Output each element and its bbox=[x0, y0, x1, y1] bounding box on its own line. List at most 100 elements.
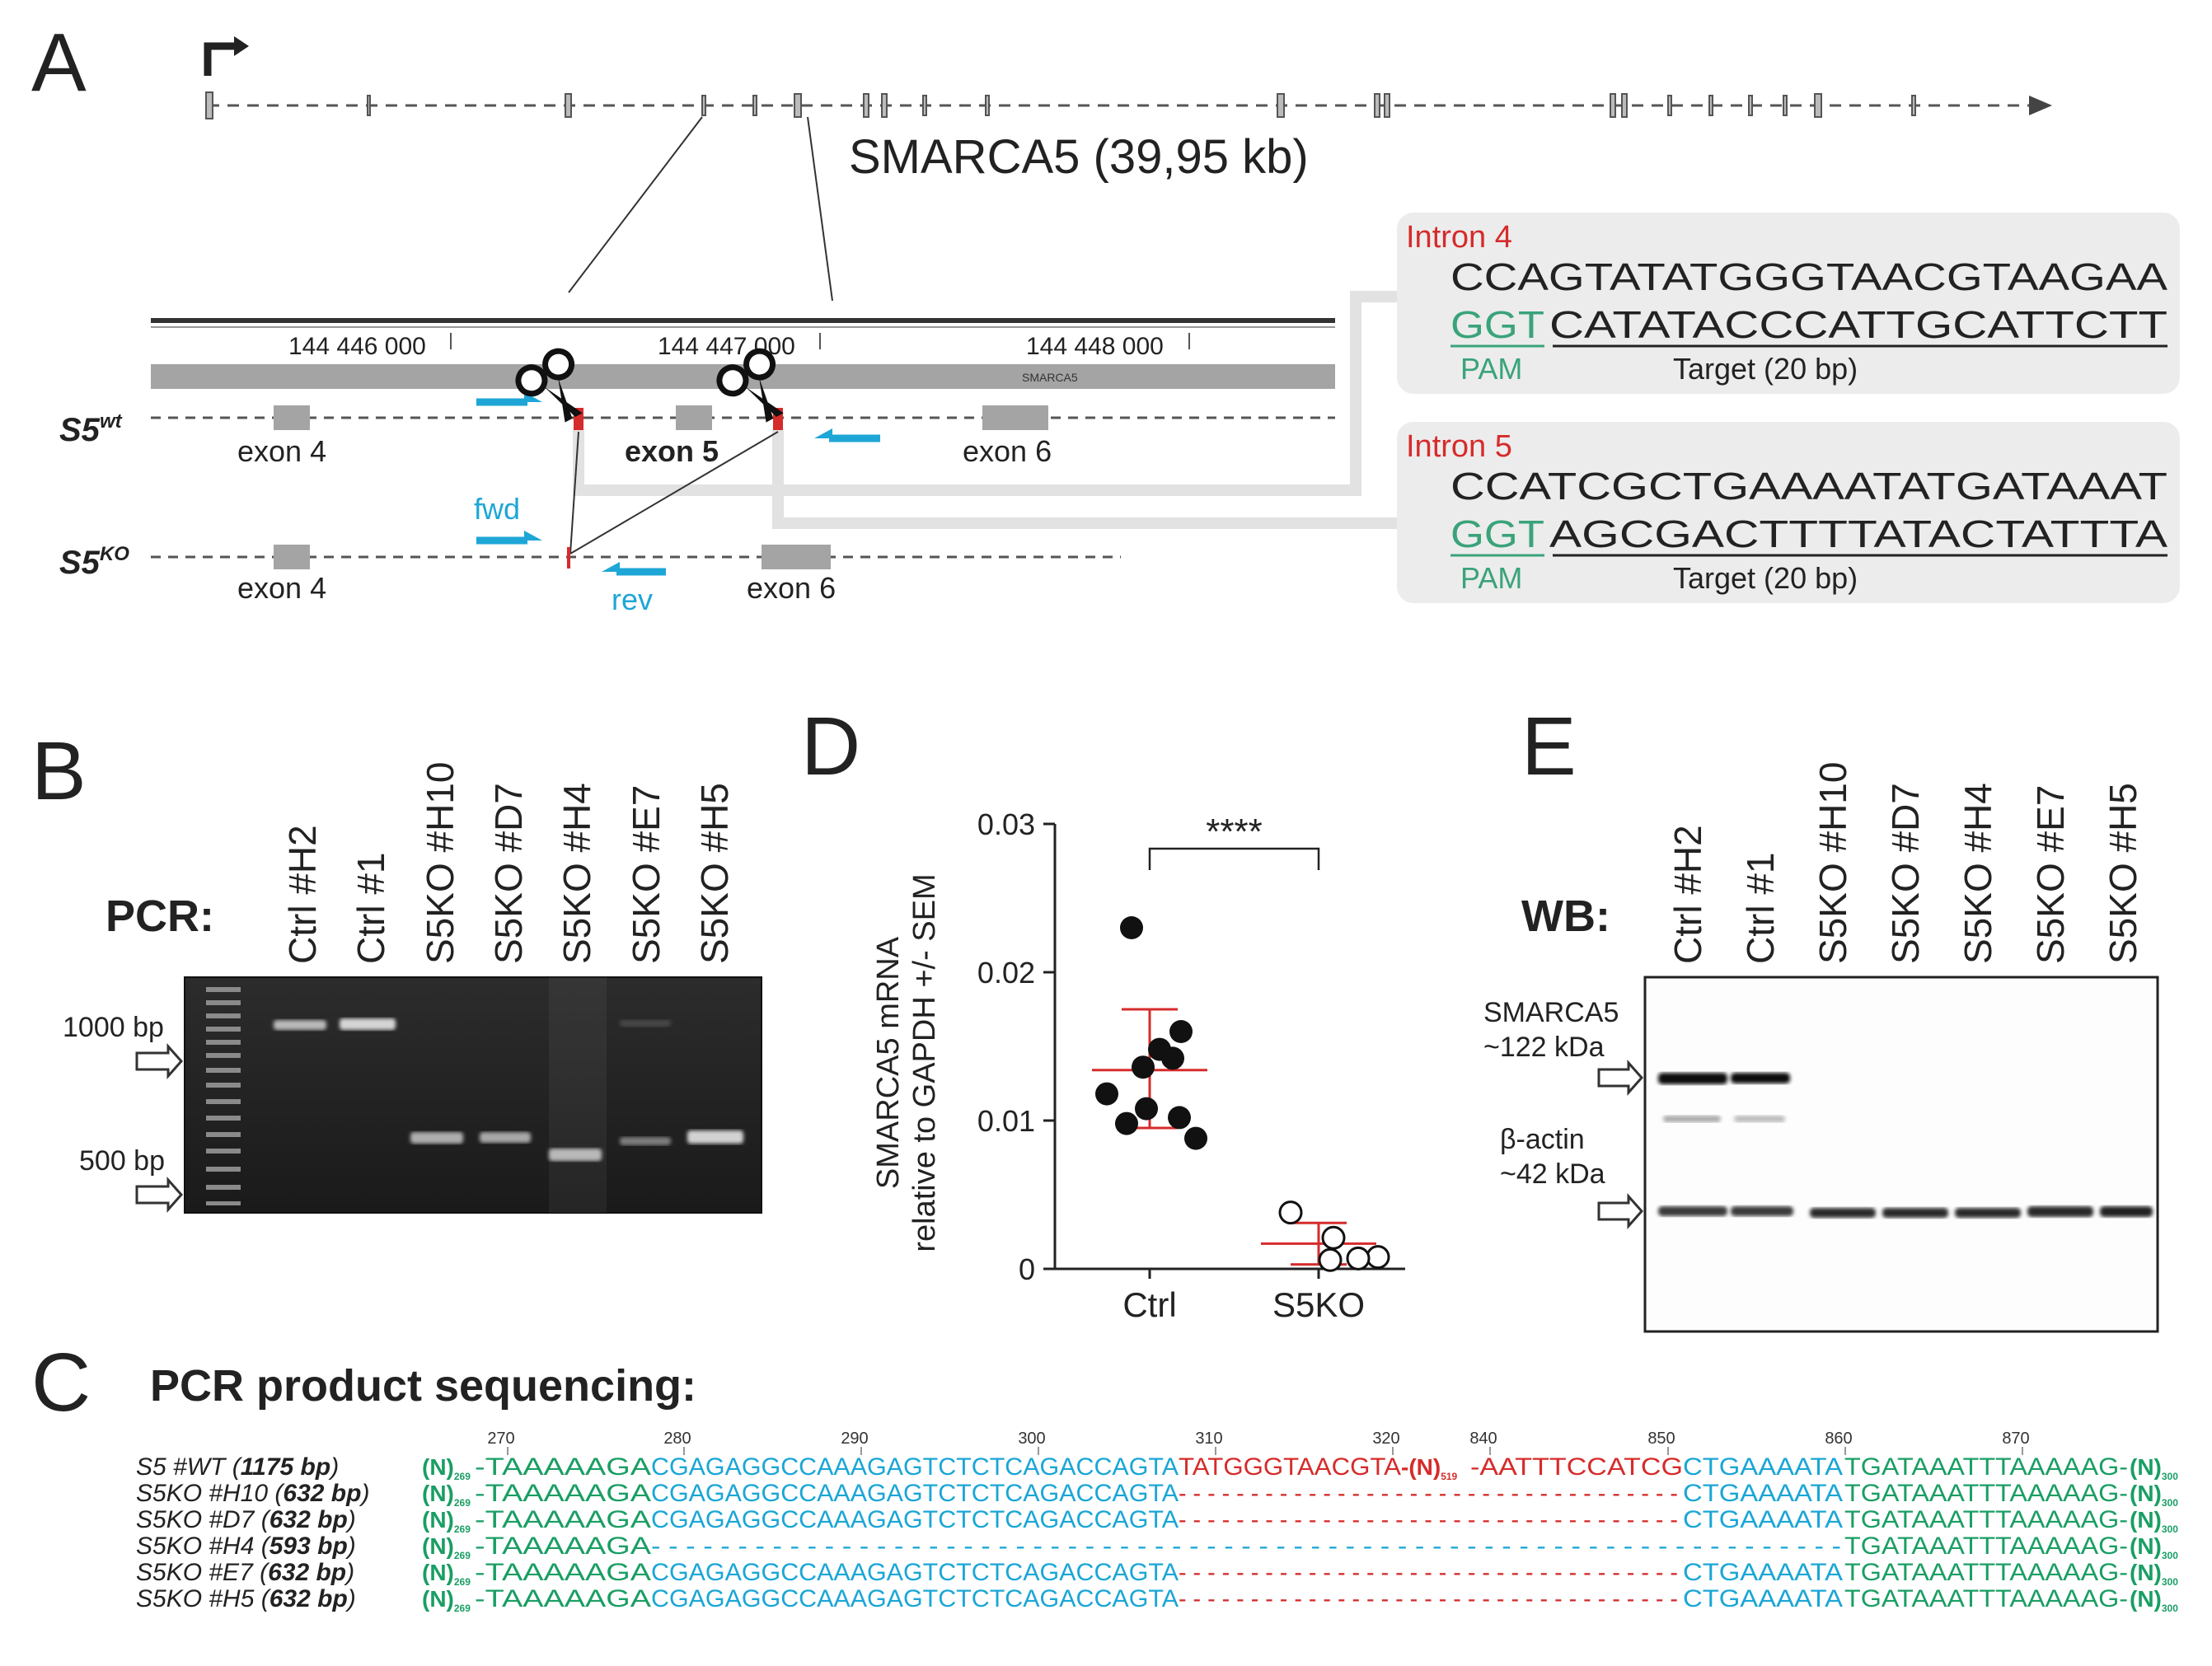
coord-1: 144 446 000 bbox=[288, 333, 426, 360]
fwd-primer-label: fwd bbox=[474, 492, 520, 526]
deletion-line-left bbox=[569, 431, 579, 555]
exon-tick bbox=[1667, 95, 1672, 116]
sequencing-title: PCR product sequencing: bbox=[150, 1361, 696, 1411]
panel-b-letter: B bbox=[31, 725, 87, 817]
exon-tick bbox=[985, 95, 990, 116]
seq-right-blue: CTGAAAATA bbox=[1683, 1453, 1843, 1481]
pcr-band bbox=[549, 1149, 602, 1161]
gel-ladder bbox=[206, 987, 241, 1205]
wb-band-nonspecific bbox=[1663, 1116, 1721, 1122]
ko-fwd-primer-head-icon bbox=[524, 531, 542, 541]
allele-wt-label: S5wt bbox=[59, 410, 123, 448]
y-tick-label: 0.03 bbox=[977, 807, 1035, 841]
marker-500-label: 500 bp bbox=[79, 1145, 165, 1177]
seq-right-green: TGATAAATTTAAAAAG- bbox=[1844, 1480, 2128, 1507]
pcr-method-label: PCR: bbox=[105, 891, 214, 941]
wt-exon4-label: exon 4 bbox=[237, 434, 326, 468]
n-left: (N)269 bbox=[422, 1507, 471, 1535]
position-label: 850 bbox=[1647, 1430, 1675, 1448]
wb-band-smarca5 bbox=[1731, 1073, 1790, 1083]
pcr-lane-label: S5KO #H10 bbox=[419, 762, 462, 964]
gene-exon-ticks bbox=[205, 91, 1916, 119]
marker-1000-label: 1000 bp bbox=[63, 1012, 164, 1043]
wb-method-label: WB: bbox=[1521, 891, 1610, 941]
n-right: (N)300 bbox=[2130, 1507, 2178, 1535]
gel-bands bbox=[274, 977, 743, 1213]
pcr-lane-label: Ctrl #1 bbox=[349, 853, 392, 964]
position-label: 860 bbox=[1825, 1430, 1852, 1448]
panel-d: D SMARCA5 mRNA relative to GAPDH +/- SEM… bbox=[801, 700, 1405, 1324]
pcr-band bbox=[340, 1018, 396, 1030]
exon-tick bbox=[1374, 93, 1380, 118]
wb-lane-label: S5KO #H5 bbox=[2102, 783, 2144, 964]
intron5-top-sequence: CCATCGCTGAAAATATGATAAAT bbox=[1450, 465, 2167, 508]
seq-blue: CGAGAGGCCAAAGAGTCTCTCAGACCAGTA bbox=[651, 1480, 1179, 1507]
seq-deleted-n: -(N)519 bbox=[1401, 1454, 1458, 1482]
intron5-target-sequence: AGCGACTTTTATACTATTTA bbox=[1549, 512, 2167, 555]
scissors-icon bbox=[716, 348, 784, 423]
gel-lane-shade bbox=[549, 977, 607, 1213]
seq-deletion-gap: - - - - - - - - - - - - - - - - - - - - … bbox=[1179, 1480, 1678, 1507]
position-label: 840 bbox=[1469, 1430, 1497, 1448]
wt-exon6-label: exon 6 bbox=[963, 434, 1052, 468]
y-tick-label: 0 bbox=[1019, 1252, 1035, 1286]
exon-tick bbox=[701, 95, 706, 116]
panel-c-letter: C bbox=[31, 1336, 91, 1429]
seq-right-blue: CTGAAAATA bbox=[1683, 1559, 1843, 1586]
annotation-label: SMARCA5 bbox=[1022, 371, 1078, 384]
coord-3: 144 448 000 bbox=[1026, 333, 1164, 360]
sequence-row-name: S5KO #H10 (632 bp) bbox=[136, 1480, 369, 1507]
n-left: (N)269 bbox=[422, 1586, 471, 1614]
exon-tick bbox=[565, 93, 572, 118]
wb-band-actin bbox=[1658, 1206, 1727, 1216]
coord-2: 144 447 000 bbox=[658, 333, 795, 360]
ko-exon6-box bbox=[762, 545, 831, 569]
panel-e: E WB: Ctrl #H2 Ctrl #1 S5KO #H10 S5KO #D… bbox=[1483, 700, 2159, 1333]
wb-lane-label: Ctrl #1 bbox=[1739, 853, 1782, 964]
exon-tick bbox=[1621, 93, 1628, 118]
panel-e-letter: E bbox=[1521, 700, 1577, 793]
marker-500-arrow-icon bbox=[135, 1177, 184, 1213]
seq-left-green: -TAAAAAGA bbox=[475, 1506, 651, 1533]
exon-tick bbox=[1783, 95, 1788, 116]
n-right: (N)300 bbox=[2130, 1481, 2178, 1509]
wb-lane-label: S5KO #D7 bbox=[1884, 783, 1927, 964]
exon-tick bbox=[1748, 95, 1753, 116]
wb-band-actin bbox=[1882, 1208, 1948, 1218]
intron4-sequence-box: Intron 4 CCAGTATATGGGTAACGTAAGAA GGT CAT… bbox=[1397, 213, 2180, 394]
n-left: (N)269 bbox=[422, 1560, 471, 1588]
panel-a-letter: A bbox=[31, 16, 87, 109]
data-point-s5ko bbox=[1366, 1245, 1390, 1270]
n-left: (N)269 bbox=[422, 1533, 471, 1561]
wb-bands bbox=[1658, 1073, 2153, 1218]
intron5-pam-label: PAM bbox=[1460, 561, 1522, 595]
wb-actin-size: ~42 kDa bbox=[1500, 1158, 1605, 1190]
connector-intron5 bbox=[772, 430, 1399, 529]
intron4-target-label: Target (20 bp) bbox=[1673, 352, 1858, 386]
seq-deletion-gap: - - - - - - - - - - - - - - - - - - - - … bbox=[1179, 1559, 1678, 1586]
intron5-target-label: Target (20 bp) bbox=[1673, 561, 1858, 595]
intron4-pam-sequence: GGT bbox=[1450, 303, 1544, 346]
marker-1000-arrow-icon bbox=[135, 1043, 184, 1079]
data-point-ctrl bbox=[1095, 1082, 1118, 1106]
sequence-row-name: S5 #WT (1175 bp) bbox=[136, 1453, 339, 1481]
position-label: 290 bbox=[841, 1430, 868, 1448]
zoom-line-left bbox=[568, 116, 703, 293]
data-point-ctrl bbox=[1115, 1111, 1138, 1135]
pcr-band bbox=[687, 1130, 743, 1144]
sequence-row: S5KO #H4 (593 bp)(N)269-TAAAAAGA- - - - … bbox=[136, 1533, 2178, 1561]
seq-deletion-gap: - - - - - - - - - - - - - - - - - - - - … bbox=[1179, 1585, 1678, 1612]
data-point-ctrl bbox=[1168, 1106, 1191, 1130]
intron5-label: Intron 5 bbox=[1406, 429, 1512, 464]
seq-right-blue: CTGAAAATA bbox=[1683, 1480, 1843, 1507]
wb-band-smarca5 bbox=[1658, 1073, 1727, 1084]
seq-left-green: -TAAAAAGA bbox=[475, 1585, 651, 1612]
exon-tick bbox=[1384, 93, 1390, 118]
exon-tick bbox=[1911, 95, 1916, 116]
